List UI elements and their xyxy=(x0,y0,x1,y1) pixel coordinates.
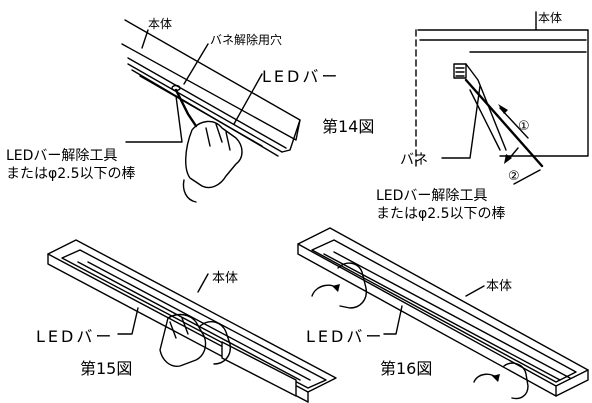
fig14-label-tool-line2: またはφ2.5以下の棒 xyxy=(6,166,136,182)
fig14-caption: 第14図 xyxy=(322,117,374,136)
inset-arrow1-head xyxy=(498,104,508,114)
fig15-bar-drop xyxy=(221,341,297,397)
fig14-rail xyxy=(127,63,283,153)
fig14-label-tool-line1: LEDバー解除工具 xyxy=(6,148,117,164)
fig14-label-led-bar: LEDバー xyxy=(262,67,340,86)
inset-body-outline xyxy=(417,29,589,157)
fig14-leader-tool xyxy=(125,95,183,143)
fig15-caption: 第15図 xyxy=(80,359,132,378)
fig14-thumb xyxy=(182,179,197,203)
fig15-hand-left xyxy=(159,313,207,367)
inset-label-tool-line1: LEDバー解除工具 xyxy=(376,188,487,204)
inset-label-body: 本体 xyxy=(538,11,562,25)
fig16-caption: 第16図 xyxy=(380,359,432,378)
fig14-body-lower-edge xyxy=(127,57,287,149)
fig16-led-bar-2 xyxy=(333,251,571,379)
inset-spring-coil xyxy=(455,67,465,77)
fig16-body-corner xyxy=(555,369,589,397)
fig16-channel xyxy=(311,239,577,383)
fig14-drawing xyxy=(121,19,301,203)
fig16-led-bar xyxy=(323,253,561,381)
inset-leader-tool xyxy=(513,169,541,185)
fig14-end xyxy=(281,119,301,153)
inset-step2: ② xyxy=(508,169,520,184)
fig16-hand-right xyxy=(503,362,529,400)
fig16-leader-body xyxy=(465,285,485,297)
fig14-led-bar xyxy=(139,75,263,147)
fig15-hand-right xyxy=(199,321,231,365)
inset-leader-spring xyxy=(441,85,481,159)
fig16-rotate-arrowhead-right xyxy=(492,374,500,382)
fig14-tool xyxy=(174,88,198,128)
fig14-leader-hole xyxy=(183,43,209,85)
inset-led-edge-2 xyxy=(469,89,501,151)
fig16-label-body: 本体 xyxy=(486,279,512,294)
fig16-body-side xyxy=(297,243,557,397)
fig16-leader-led xyxy=(383,305,403,335)
fig15-label-led-bar: LEDバー xyxy=(36,327,114,346)
fig14-label-release-hole: バネ解除用穴 xyxy=(210,32,282,47)
inset-step1: ① xyxy=(518,119,530,134)
fig15-fingers xyxy=(169,317,189,339)
fig14-body-edge xyxy=(121,19,301,141)
inset-arrow2-head xyxy=(504,154,512,164)
inset-tool xyxy=(464,78,544,168)
fig15-drawing xyxy=(47,239,337,403)
fig16-label-led-bar: LEDバー xyxy=(306,327,384,346)
fig14-leader-body xyxy=(141,29,149,49)
fig14-hand xyxy=(185,120,243,189)
fig15-leader-led xyxy=(117,307,139,335)
fig16-drawing xyxy=(297,227,589,400)
inset-label-spring: バネ xyxy=(400,152,428,168)
fig14-leader-led xyxy=(233,73,263,125)
fig15-led-bar xyxy=(77,261,301,381)
fig16-hand-left xyxy=(337,262,367,309)
fig16-rotate-arrowhead-left xyxy=(332,284,340,292)
fig15-leader-body xyxy=(197,273,209,293)
fig14-label-body: 本体 xyxy=(148,17,172,31)
fig14-inset xyxy=(415,11,589,185)
fig15-led-bar-2 xyxy=(87,261,311,381)
fig14-fingers xyxy=(205,123,231,151)
fig15-label-body: 本体 xyxy=(212,271,238,286)
inset-led-edge xyxy=(465,63,507,151)
inset-label-tool-line2: またはφ2.5以下の棒 xyxy=(376,206,506,222)
